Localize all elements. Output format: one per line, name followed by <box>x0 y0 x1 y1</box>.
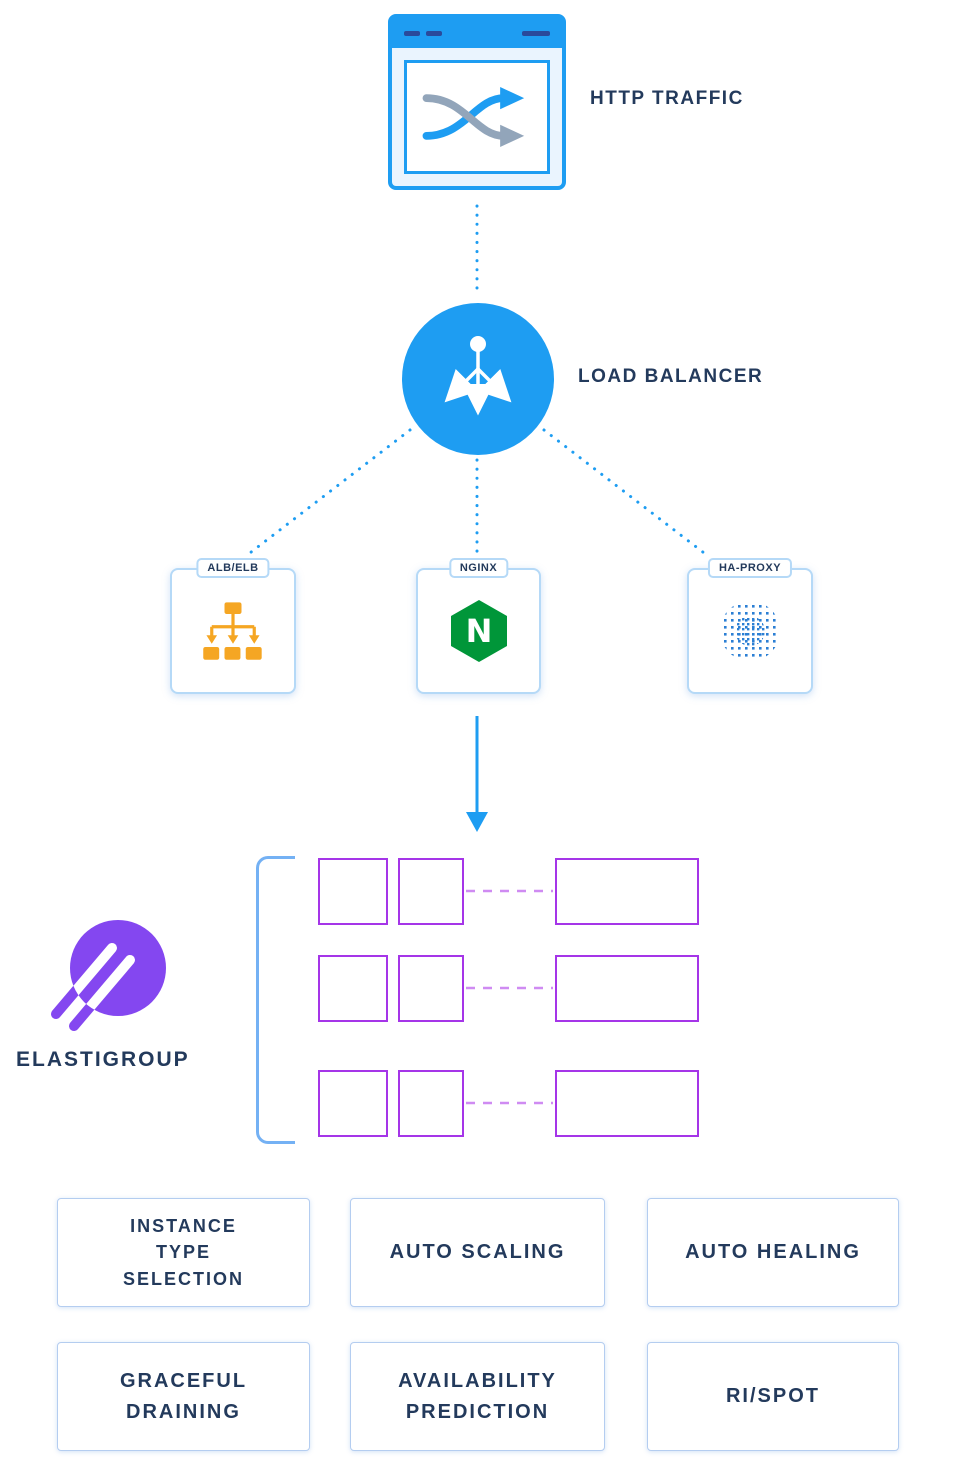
balancer-chip-haproxy: HA-PROXY <box>707 558 793 578</box>
feature-box-auto-scaling: AUTO SCALING <box>350 1198 605 1307</box>
feature-label: GRACEFUL DRAINING <box>119 1369 248 1423</box>
feature-label: INSTANCE TYPE SELECTION <box>122 1216 244 1289</box>
instance-rect-wide <box>555 955 699 1022</box>
traffic-split-arrows-icon <box>444 336 512 416</box>
balancer-box-nginx: NGINX N <box>416 558 541 694</box>
instance-rect-wide <box>555 1070 699 1137</box>
browser-bar-dash <box>522 31 550 36</box>
balancer-chip-nginx: NGINX <box>448 558 509 578</box>
feature-label: AVAILABILITY PREDICTION <box>398 1369 557 1423</box>
feature-label: RI/SPOT <box>725 1385 820 1407</box>
feature-box-availability-prediction: AVAILABILITY PREDICTION <box>350 1342 605 1451</box>
balancer-chip-alb-elb: ALB/ELB <box>196 558 270 578</box>
instance-rect <box>398 955 464 1022</box>
haproxy-dotted-sphere-icon <box>720 601 780 661</box>
nginx-letter: N <box>465 612 492 650</box>
instance-rect <box>318 955 388 1022</box>
dotted-connector-lb-to-alb <box>244 428 412 558</box>
browser-bar-dash <box>426 31 442 36</box>
feature-box-graceful-draining: GRACEFUL DRAINING <box>57 1342 310 1451</box>
arrowhead-down <box>466 812 488 832</box>
feature-label: AUTO SCALING <box>389 1241 566 1263</box>
feature-box-ri-spot: RI/SPOT <box>647 1342 899 1451</box>
instance-rect <box>398 858 464 925</box>
browser-title-bar <box>392 18 562 48</box>
browser-bar-dash <box>404 31 420 36</box>
balancer-box-haproxy: HA-PROXY <box>687 558 813 694</box>
spot-elastigroup-logo <box>51 920 166 1031</box>
http-traffic-browser-icon <box>388 14 566 190</box>
feature-label: AUTO HEALING <box>685 1241 861 1263</box>
nginx-logo-icon: N <box>450 600 507 662</box>
browser-viewport <box>404 60 550 174</box>
load-balancer-circle <box>402 303 554 455</box>
feature-box-instance-type-selection: INSTANCE TYPE SELECTION <box>57 1198 310 1307</box>
feature-box-auto-healing: AUTO HEALING <box>647 1198 899 1307</box>
load-balancer-label: LOAD BALANCER <box>578 366 764 387</box>
balancer-box-alb-elb: ALB/ELB <box>170 558 296 694</box>
instance-rect <box>318 1070 388 1137</box>
shuffle-arrows-icon <box>422 87 525 147</box>
instance-rect-wide <box>555 858 699 925</box>
elastigroup-bracket <box>256 856 295 1144</box>
dotted-connector-lb-to-haproxy <box>542 428 710 558</box>
alb-elb-distribution-tree-icon <box>203 602 262 660</box>
elastigroup-label: ELASTIGROUP <box>16 1048 190 1071</box>
http-traffic-label: HTTP TRAFFIC <box>590 88 744 109</box>
instance-rect <box>398 1070 464 1137</box>
instance-rect <box>318 858 388 925</box>
